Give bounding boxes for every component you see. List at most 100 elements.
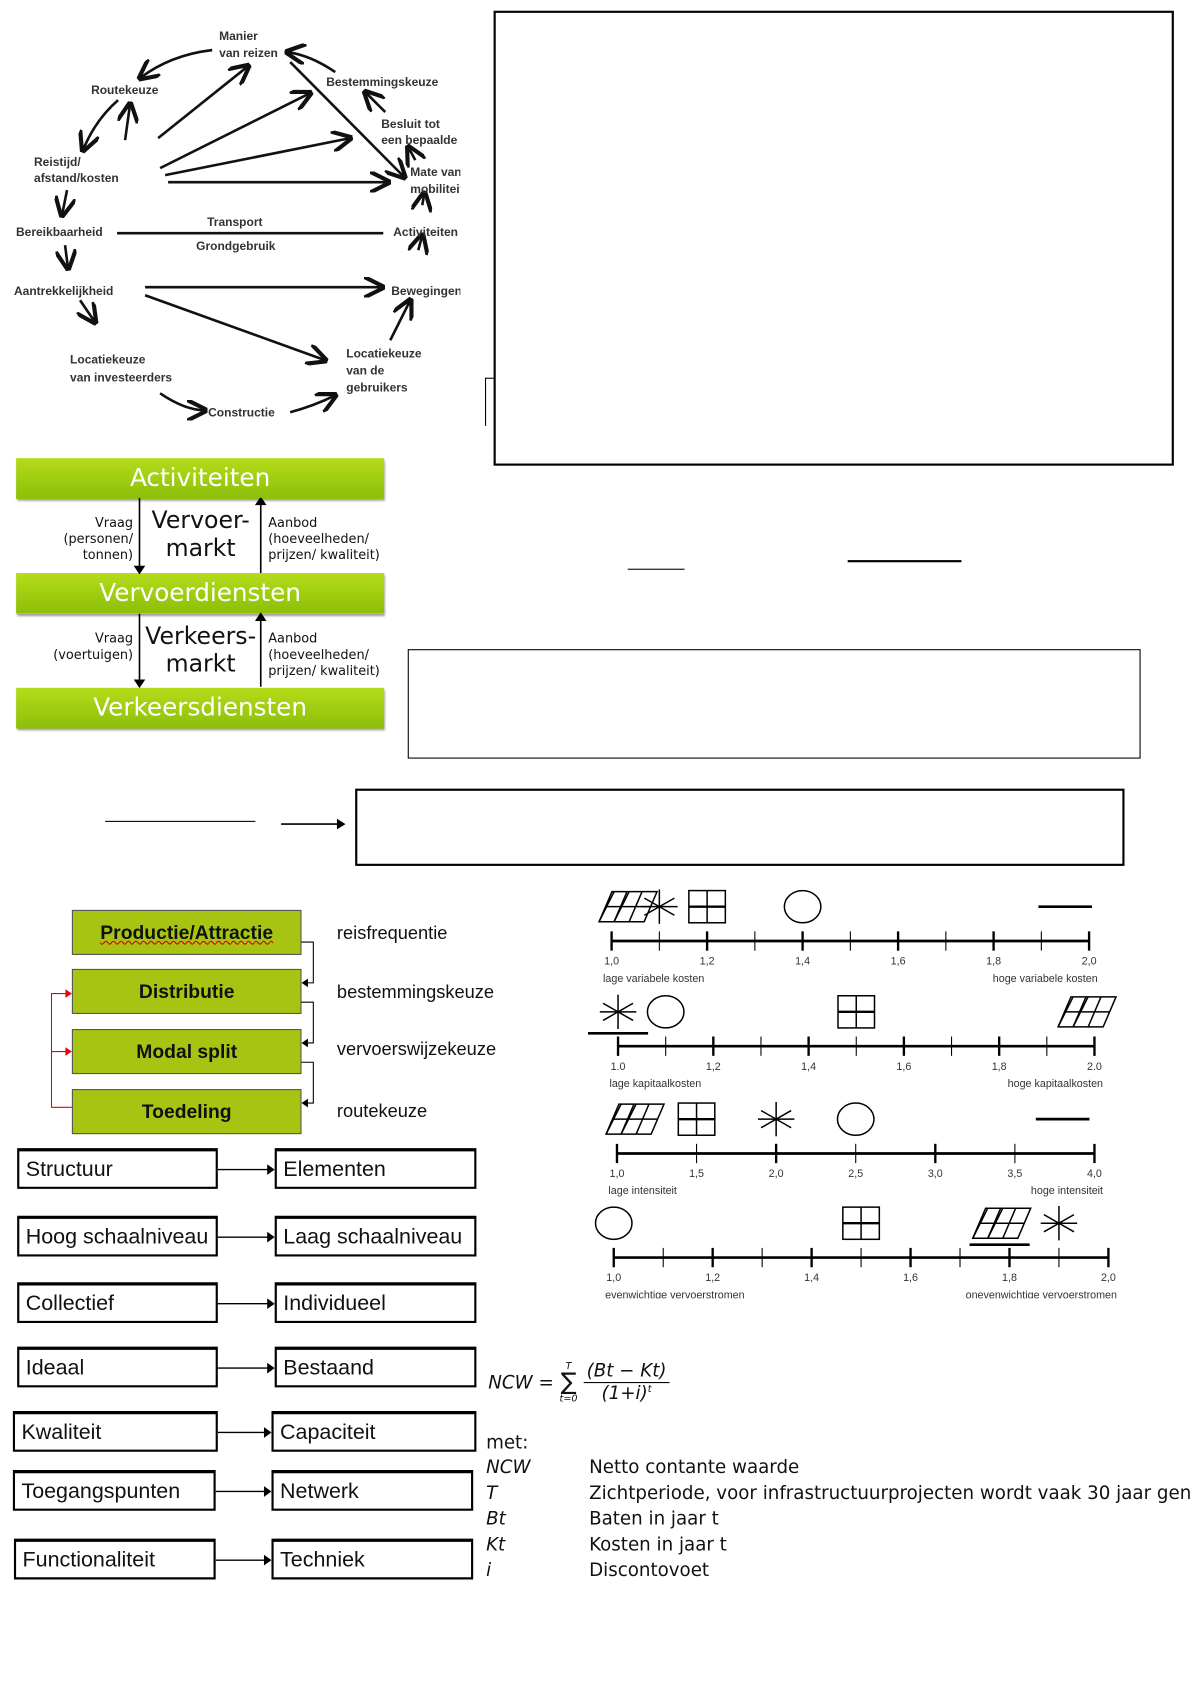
node-label: Bereikbaarheid <box>16 225 103 239</box>
pair-target-box: Techniek <box>271 1538 474 1580</box>
node-label: Bewegingen <box>391 284 460 298</box>
scale-tick-label: 2,0 <box>1082 956 1097 968</box>
scale-tick-label: 1,8 <box>1002 1272 1017 1284</box>
scale-tick-label: 1.0 <box>611 1061 626 1073</box>
scale-right-label: onevenwichtige vervoerstromen <box>966 1289 1117 1298</box>
scale-left-label: lage kapitaalkosten <box>609 1078 701 1090</box>
pair-target-box: Capaciteit <box>271 1410 477 1452</box>
supply-label-verkeersmarkt: Aanbod (hoeveelheden/ prijzen/ kwaliteit… <box>268 631 380 679</box>
arrow-right-icon <box>215 1554 272 1566</box>
node-label: van investeerders <box>70 370 172 384</box>
market-name-verkeersmarkt: Verkeers- markt <box>141 623 261 679</box>
pair-source-box: Kwaliteit <box>12 1410 218 1452</box>
asterisk-icon <box>641 889 678 924</box>
grid-icon <box>688 889 727 924</box>
parallelogram-icon <box>604 1103 666 1135</box>
scale-tick-label: 1,5 <box>689 1168 704 1180</box>
blank-line <box>105 820 256 822</box>
node-label: Locatiekeuze <box>346 346 422 360</box>
arrow-right-icon <box>217 1362 275 1374</box>
node-label: van reizen <box>219 46 278 60</box>
demand-line: Vraag <box>94 515 134 531</box>
answer-box[interactable] <box>493 10 1174 466</box>
asterisk-icon <box>757 1101 795 1137</box>
definition-description: Baten in jaar t <box>589 1508 719 1531</box>
choice-label: routekeuze <box>336 1100 428 1122</box>
answer-box[interactable] <box>407 649 1141 759</box>
asterisk-icon <box>588 994 649 1035</box>
arrow-right-icon <box>281 818 346 830</box>
equals-sign: = <box>538 1371 554 1394</box>
formula-lhs: NCW <box>488 1371 533 1394</box>
land-use-transport-cycle-diagram: Manier van reizen Routekeuze Bestemmings… <box>14 29 460 431</box>
node-label: Grondgebruik <box>196 239 276 253</box>
node-label: een bepaalde trip <box>381 133 460 147</box>
scale-left-label: lage variabele kosten <box>603 973 704 985</box>
supply-label-vervoermarkt: Aanbod (hoeveelheden/ prijzen/ kwaliteit… <box>268 515 380 563</box>
definition-description: Discontovoet <box>589 1560 710 1582</box>
step-distributie: Distributie <box>71 968 302 1014</box>
definition-term: Bt <box>486 1508 506 1531</box>
grid-icon <box>677 1102 716 1136</box>
scale-tick-label: 1,0 <box>604 956 619 968</box>
demand-line: Vraag <box>94 630 134 646</box>
pair-source-box: Ideaal <box>17 1346 218 1388</box>
pair-target-box: Laag schaalniveau <box>274 1215 477 1257</box>
circle-icon <box>594 1206 633 1241</box>
supply-line: prijzen/ kwaliteit) <box>268 663 380 679</box>
pair-target-box: Elementen <box>274 1148 477 1189</box>
scale-tick-label: 2,0 <box>769 1168 784 1180</box>
node-label: van de <box>346 363 384 377</box>
supply-line: (hoeveelheden/ <box>268 647 369 663</box>
definition-term: NCW <box>486 1457 531 1479</box>
scale-tick-label: 1,6 <box>896 1061 911 1073</box>
node-label: Transport <box>207 215 262 229</box>
pair-target-box: Bestaand <box>274 1346 477 1388</box>
pair-source-box: Structuur <box>17 1148 218 1189</box>
arrow-right-icon <box>217 1164 275 1175</box>
sum-upper-limit: T <box>565 1361 572 1372</box>
answer-box[interactable] <box>355 788 1125 866</box>
step-connectors <box>50 941 314 1108</box>
scale-tick-label: 1,2 <box>706 1061 721 1073</box>
scale-tick-label: 2,0 <box>1101 1272 1116 1284</box>
parallelogram-icon <box>1056 996 1118 1028</box>
formula-exponent: t <box>647 1384 652 1396</box>
node-label: Routekeuze <box>91 83 159 97</box>
market-name-vervoermarkt: Vervoer- markt <box>141 508 261 564</box>
node-label: Bestemmingskeuze <box>326 75 438 89</box>
cycle-arrows <box>62 50 424 412</box>
scale-right-label: hoge variabele kosten <box>993 973 1098 985</box>
node-label: Besluit tot <box>381 117 440 131</box>
formula-intro: met: <box>486 1432 529 1454</box>
scale-right-label: hoge intensiteit <box>1031 1185 1103 1197</box>
scale-tick-label: 4,0 <box>1087 1168 1102 1180</box>
market-name-line: markt <box>165 535 236 563</box>
pair-target-box: Netwerk <box>271 1470 474 1511</box>
scale-tick-label: 3,0 <box>928 1168 943 1180</box>
circle-icon <box>783 889 822 924</box>
asterisk-icon <box>1040 1206 1078 1241</box>
definition-term: T <box>486 1482 498 1505</box>
node-label: afstand/kosten <box>34 171 119 185</box>
parallelogram-icon <box>597 890 659 923</box>
definition-description: Netto contante waarde <box>589 1457 800 1479</box>
node-label: Reistijd/ <box>34 155 81 169</box>
scale-tick-label: 1,6 <box>891 956 906 968</box>
scale-left-label: lage intensiteit <box>608 1185 677 1197</box>
node-label: gebruikers <box>346 380 408 394</box>
step-productie-attractie: Productie/Attractie <box>71 909 302 955</box>
supply-line: Aanbod <box>268 630 318 646</box>
circle-icon <box>646 994 685 1029</box>
scale-tick-label: 3,5 <box>1007 1168 1022 1180</box>
choice-label: reisfrequentie <box>336 922 448 944</box>
pair-target-box: Individueel <box>274 1282 477 1324</box>
formula-denominator: (1+i) <box>601 1383 648 1405</box>
layer-vervoerdiensten: Vervoerdiensten <box>16 572 385 614</box>
grid-icon <box>837 994 876 1029</box>
demand-label-vervoermarkt: Vraag (personen/ tonnen) <box>21 515 133 563</box>
scale-tick-label: 1,8 <box>986 956 1001 968</box>
